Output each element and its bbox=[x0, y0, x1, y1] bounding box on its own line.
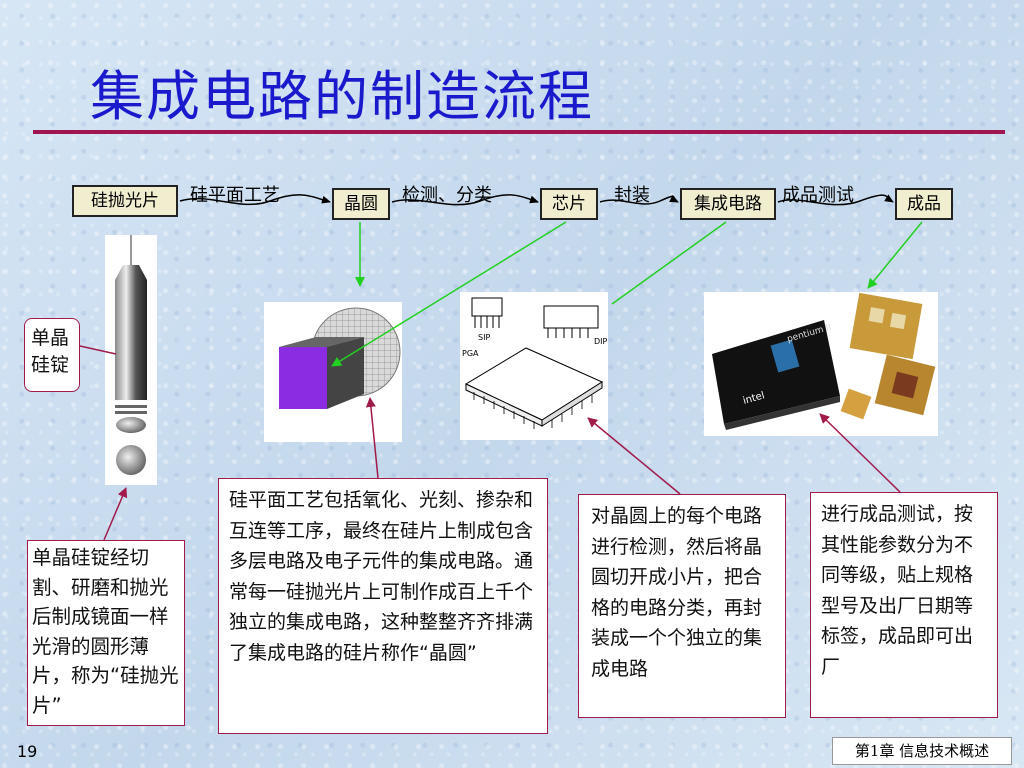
ingot-label: 单晶 硅锭 bbox=[24, 318, 80, 392]
chapter-footer: 第1章 信息技术概述 bbox=[832, 737, 1012, 765]
flow-box-ic: 集成电路 bbox=[680, 188, 776, 220]
callout-polished-wafer: 单晶硅锭经切割、研磨和抛光后制成镜面一样光滑的圆形薄片，称为“硅抛光片” bbox=[27, 540, 185, 726]
callout-planar-process: 硅平面工艺包括氧化、光刻、掺杂和互连等工序，最终在硅片上制成包含多层电路及电子元… bbox=[218, 478, 548, 734]
callout-testing: 进行成品测试，按其性能参数分为不同等级，贴上规格型号及出厂日期等标签，成品即可出… bbox=[810, 492, 998, 718]
chip-packages-image: SIP DIP PGA bbox=[460, 292, 608, 440]
red-pointer-polished-wafer bbox=[103, 487, 128, 541]
flow-label-planar: 硅平面工艺 bbox=[190, 185, 280, 206]
flow-box-chip: 芯片 bbox=[540, 188, 598, 220]
finished-chips-image: pentium II intel bbox=[704, 292, 938, 436]
flow-label-package: 封装 bbox=[614, 185, 650, 206]
page-title: 集成电路的制造流程 bbox=[90, 65, 594, 128]
silicon-ingot-image bbox=[105, 235, 157, 485]
flow-box-wafer: 晶圆 bbox=[332, 188, 390, 220]
sip-label: SIP bbox=[478, 333, 490, 342]
flow-box-product: 成品 bbox=[895, 188, 953, 220]
page-number: 19 bbox=[17, 742, 38, 761]
green-arrow-product bbox=[867, 221, 923, 289]
flow-box-polished-wafer: 硅抛光片 bbox=[72, 185, 178, 217]
dip-label: DIP bbox=[594, 337, 608, 346]
wafer-image bbox=[264, 302, 402, 442]
pga-label: PGA bbox=[462, 349, 479, 358]
callout-packaging: 对晶圆上的每个电路进行检测，然后将晶圆切开成小片，把合格的电路分类，再封装成一个… bbox=[578, 494, 786, 718]
title-divider bbox=[33, 130, 1005, 134]
flow-label-inspect: 检测、分类 bbox=[402, 185, 492, 206]
flow-label-test: 成品测试 bbox=[782, 185, 854, 206]
